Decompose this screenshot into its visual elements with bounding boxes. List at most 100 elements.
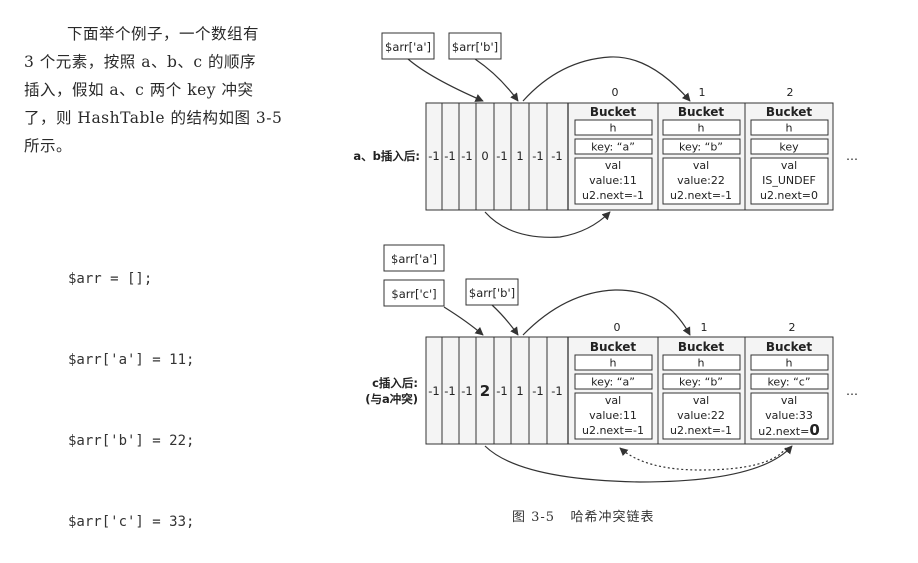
- bucket-title: Bucket: [766, 340, 813, 354]
- slot-value: -1: [551, 384, 562, 398]
- figure-title: 哈希冲突链表: [570, 510, 655, 525]
- ellipsis: …: [846, 149, 858, 163]
- collision-chain-arrow: [619, 447, 787, 471]
- ref-b-arrow: [491, 304, 519, 336]
- slot-value: -1: [428, 384, 439, 398]
- diagram2-arrows: [443, 289, 793, 483]
- bucket-next: u2.next=-1: [582, 189, 644, 202]
- ellipsis: …: [846, 384, 858, 398]
- ref-box: [448, 32, 502, 60]
- bucket-next: u2.next=0: [760, 189, 818, 202]
- code-block: $arr = []; $arr['a'] = 11; $arr['b'] = 2…: [68, 212, 194, 563]
- slot-value: 1: [516, 149, 523, 163]
- row-label: (与a冲突): [365, 392, 418, 406]
- bucket-val: val: [693, 159, 709, 172]
- slot-value: 2: [480, 382, 490, 400]
- bucket-h: h: [610, 122, 617, 135]
- hashtable-figure: $arr['a'] $arr['b'] a、b插入后: -1 -1 -1 0 -…: [353, 32, 858, 483]
- bucket-next: u2.next=0: [758, 421, 820, 439]
- bucket-index: 1: [701, 321, 708, 334]
- bucket-value: value:22: [677, 174, 725, 187]
- bucket-index: 2: [789, 321, 796, 334]
- slot-value: -1: [444, 149, 455, 163]
- slot-value: 1: [516, 384, 523, 398]
- slot-value: -1: [444, 384, 455, 398]
- code-line: $arr['c'] = 33;: [68, 514, 195, 530]
- bucket-key: key: “c”: [767, 376, 810, 389]
- bucket-next: u2.next=-1: [582, 424, 644, 437]
- ref-c-arrow: [443, 306, 484, 336]
- bucket-value: value:33: [765, 409, 813, 422]
- paragraph-line: 了，则 HashTable 的结构如图 3-5: [24, 109, 283, 127]
- bucket-index: 0: [614, 321, 621, 334]
- slot-value: -1: [428, 149, 439, 163]
- slot-value: -1: [461, 384, 472, 398]
- bucket: Bucket h key: “b” val value:22 u2.next=-…: [662, 340, 741, 440]
- bucket-val: val: [781, 394, 797, 407]
- figure-caption: 图 3-5 哈希冲突链表: [512, 506, 655, 525]
- ref-box: [383, 279, 445, 307]
- bucket-next: u2.next=-1: [670, 189, 732, 202]
- paragraph-line: 下面举个例子，一个数组有: [67, 25, 260, 43]
- slot-value: 0: [481, 149, 488, 163]
- intro-paragraph: 下面举个例子，一个数组有 3 个元素，按照 a、b、c 的顺序 插入，假如 a、…: [24, 20, 304, 160]
- bucket-value: value:11: [589, 174, 637, 187]
- bucket-key: key: [779, 141, 799, 154]
- bucket-next: u2.next=-1: [670, 424, 732, 437]
- bucket-val: val: [781, 159, 797, 172]
- diagram1-arrows: [407, 56, 691, 238]
- slot-value: -1: [532, 149, 543, 163]
- bucket-next-value: 0: [809, 421, 819, 439]
- ref-box: [383, 244, 445, 272]
- figure-number: 图 3-5: [512, 510, 556, 525]
- bucket-val: val: [605, 394, 621, 407]
- code-line: $arr['b'] = 22;: [68, 433, 195, 449]
- bucket-title: Bucket: [590, 340, 637, 354]
- code-line: $arr['a'] = 11;: [68, 352, 195, 368]
- bucket: Bucket h key: “a” val value:11 u2.next=-…: [574, 105, 653, 205]
- bucket-index: 2: [787, 86, 794, 99]
- bucket-val: val: [605, 159, 621, 172]
- slot-value: -1: [496, 384, 507, 398]
- bucket: Bucket h key val IS_UNDEF u2.next=0: [750, 105, 829, 205]
- slot-to-bucket1-arrow: [522, 56, 691, 102]
- diagram-after: $arr['a'] $arr['c'] $arr['b'] c插入后: (与a冲…: [365, 244, 858, 483]
- diagram-before: $arr['a'] $arr['b'] a、b插入后: -1 -1 -1 0 -…: [353, 32, 858, 238]
- bucket-next-prefix: u2.next=: [758, 425, 809, 438]
- slot-value: -1: [551, 149, 562, 163]
- bucket-title: Bucket: [678, 105, 725, 119]
- bucket-key: key: “a”: [591, 376, 635, 389]
- bucket-value: value:22: [677, 409, 725, 422]
- paragraph-line: 3 个元素，按照 a、b、c 的顺序: [24, 53, 256, 71]
- row-label: a、b插入后:: [353, 149, 420, 163]
- slot-to-bucket1-arrow: [522, 289, 691, 336]
- bucket-index: 1: [699, 86, 706, 99]
- paragraph-line: 所示。: [24, 137, 73, 155]
- bucket-title: Bucket: [590, 105, 637, 119]
- code-line: $arr = [];: [68, 271, 153, 287]
- ref-label: $arr['a']: [391, 252, 437, 266]
- bucket-val: val: [693, 394, 709, 407]
- bucket: Bucket h key: “b” val value:22 u2.next=-…: [662, 105, 741, 205]
- ref-label: $arr['b']: [452, 40, 498, 54]
- ref-box: [381, 32, 435, 60]
- bucket-key: key: “b”: [679, 376, 723, 389]
- ref-label: $arr['b']: [469, 286, 515, 300]
- ref-label: $arr['c']: [391, 287, 436, 301]
- row-label: c插入后:: [372, 376, 418, 390]
- paragraph-line: 插入，假如 a、c 两个 key 冲突: [24, 81, 254, 99]
- ref-a-arrow: [407, 58, 484, 102]
- bucket-value: IS_UNDEF: [762, 174, 816, 187]
- ref-b-arrow: [474, 58, 519, 102]
- bucket-h: h: [610, 357, 617, 370]
- slot-to-bucket2-arrow: [484, 445, 793, 483]
- slot-value: -1: [496, 149, 507, 163]
- bucket: Bucket h key: “a” val value:11 u2.next=-…: [574, 340, 653, 440]
- ref-box: [465, 278, 519, 306]
- bucket-h: h: [698, 122, 705, 135]
- slot-value: -1: [461, 149, 472, 163]
- bucket-title: Bucket: [678, 340, 725, 354]
- ref-label: $arr['a']: [385, 40, 431, 54]
- bucket-key: key: “a”: [591, 141, 635, 154]
- bucket-key: key: “b”: [679, 141, 723, 154]
